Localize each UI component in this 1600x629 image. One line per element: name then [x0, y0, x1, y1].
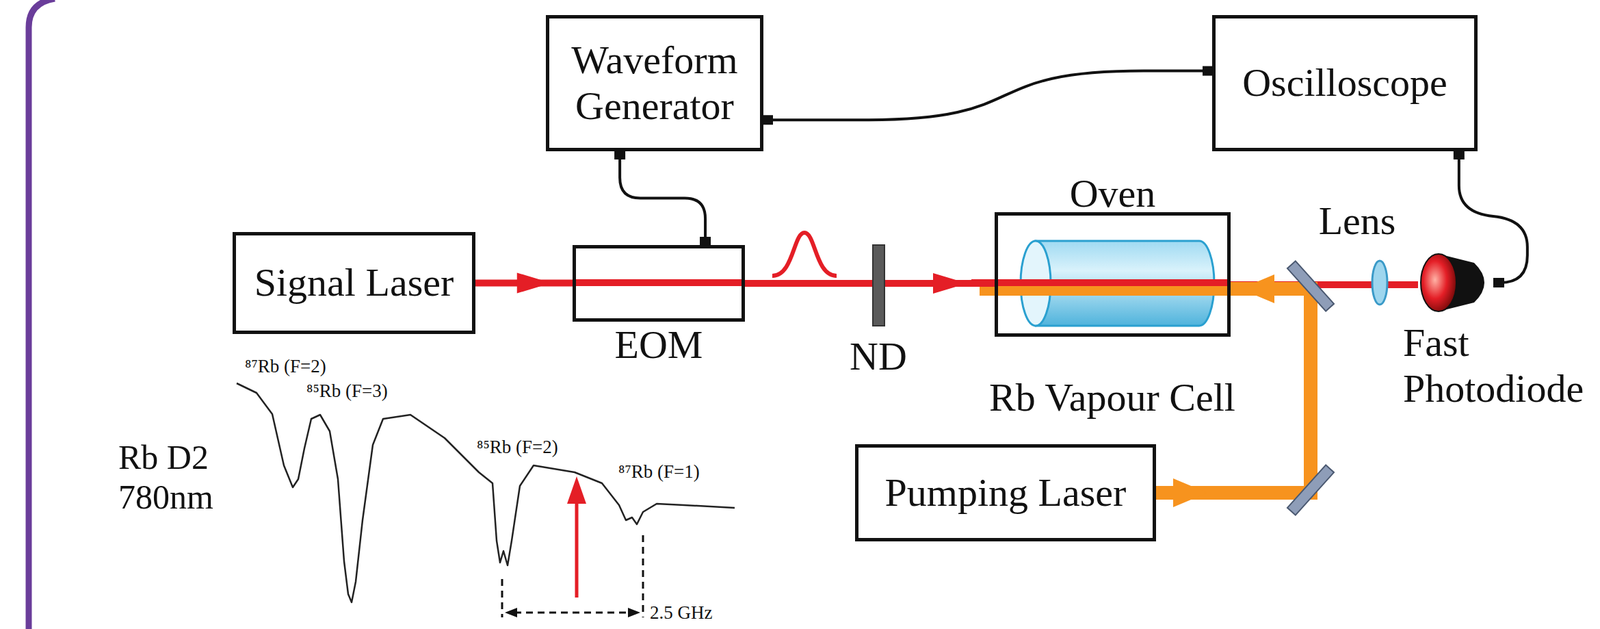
- connector-plug: [614, 149, 626, 160]
- modulator-box: EOM: [572, 244, 745, 322]
- dashed-span: [514, 611, 631, 614]
- pulse-shape: [772, 232, 837, 276]
- spectrum-title: Rb D2 780nm: [118, 437, 221, 517]
- nd-filter: [872, 244, 885, 326]
- absorption-spectrum: [236, 383, 735, 602]
- node-label: Signal Laser: [254, 259, 455, 306]
- photodiode-icon: [1418, 251, 1495, 314]
- arrowhead: [1240, 274, 1275, 304]
- span-arrowhead: [504, 607, 518, 618]
- mirror: [1287, 464, 1334, 515]
- laser-box: Pumping Laser: [855, 443, 1157, 542]
- signal-beam: [971, 279, 1231, 286]
- transition-label: ⁸⁷Rb (F=2): [244, 355, 327, 377]
- connector-plug: [1493, 277, 1505, 288]
- laser-box: Signal Laser: [232, 231, 476, 334]
- transition-label: ⁸⁵Rb (F=2): [476, 436, 559, 458]
- instrument-box: Oscilloscope: [1212, 15, 1478, 152]
- transition-label: ⁸⁵Rb (F=3): [306, 380, 388, 402]
- node-label: Fast Photodiode: [1402, 320, 1596, 412]
- signal-beam: [572, 279, 745, 286]
- filter-label: ND: [849, 333, 908, 380]
- dashed-marker: [501, 578, 504, 618]
- node-label: Oscilloscope: [1242, 60, 1448, 107]
- frame-bar: [28, 0, 55, 629]
- node-label: Waveform Generator: [559, 37, 750, 129]
- span-arrowhead: [627, 607, 641, 618]
- laser-frequency-marker: [575, 499, 579, 598]
- connector-plug: [762, 114, 773, 125]
- node-label: Pumping Laser: [885, 469, 1127, 516]
- dimension-label: 2.5 GHz: [649, 601, 713, 624]
- node-label: EOM: [614, 322, 704, 369]
- signal-cable: [619, 151, 706, 245]
- oven-box: Oven: [994, 212, 1231, 337]
- marker-arrowhead: [567, 476, 587, 504]
- component-label: Rb Vapour Cell: [989, 374, 1236, 421]
- lens: [1372, 260, 1388, 305]
- transition-label: ⁸⁷Rb (F=1): [618, 461, 700, 483]
- signal-cable: [763, 71, 1213, 121]
- node-label: Oven: [1069, 171, 1157, 217]
- dashed-marker: [642, 534, 645, 618]
- connector-plug: [1453, 149, 1465, 160]
- arrowhead: [517, 272, 552, 294]
- mirror: [1287, 260, 1334, 311]
- arrowhead: [933, 272, 968, 294]
- component-label: Lens: [1318, 198, 1397, 245]
- instrument-box: Waveform Generator: [545, 15, 764, 152]
- photodiode: Fast Photodiode: [1418, 251, 1495, 314]
- arrowhead: [1173, 478, 1208, 507]
- photodiode-window: [1420, 253, 1457, 312]
